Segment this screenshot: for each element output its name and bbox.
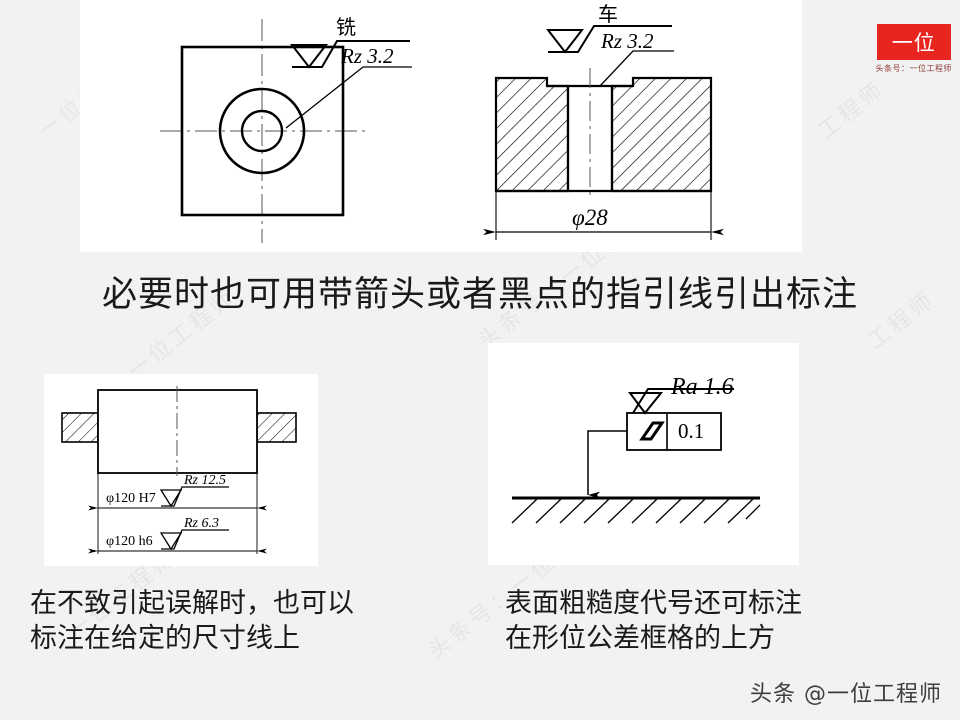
figure-sectioned-bore xyxy=(483,50,724,240)
roughness-value-top-left: Rz 3.2 xyxy=(341,44,394,68)
counterbore-outer-circle xyxy=(218,87,306,175)
left-section-body xyxy=(494,76,570,193)
roughness-value-rz125: Rz 12.5 xyxy=(184,473,226,488)
page-title: 必要时也可用带箭头或者黑点的指引线引出标注 xyxy=(101,275,858,315)
roughness-value-ra16: Ra 1.6 xyxy=(671,374,734,400)
caption-right: 表面粗糙度代号还可标注 在形位公差框格的上方 xyxy=(505,588,802,655)
bottom-left-figure-panel: φ120 H7 Rz 12.5 φ120 h6 Rz 6.3 xyxy=(44,374,318,566)
brand-logo-caption: 头条号：一位工程师 xyxy=(875,64,952,73)
dimension-phi28 xyxy=(483,191,724,240)
dimension-phi120-h6 xyxy=(88,529,267,554)
bottom-right-figure-panel: Ra 1.6 0.1 xyxy=(488,343,799,565)
housing-left xyxy=(61,412,99,443)
bottom-right-figure-canvas xyxy=(511,388,761,524)
removal-triangle-icon xyxy=(159,489,183,508)
footer-watermark: 头条 @一位工程师 xyxy=(750,682,942,707)
material-hatching xyxy=(511,498,761,524)
dimension-label-phi28: φ28 xyxy=(572,205,608,230)
roughness-symbol-milling xyxy=(289,40,410,69)
roughness-symbol-turning xyxy=(545,25,672,54)
dimension-label-phi120-h6: φ120 h6 xyxy=(106,534,153,549)
removal-triangle-icon xyxy=(159,532,183,551)
roughness-value-rz63: Rz 6.3 xyxy=(184,516,219,531)
leader-line xyxy=(599,50,674,87)
process-note-milling: 铣 xyxy=(336,15,356,39)
bore-inner-circle xyxy=(240,109,284,153)
process-note-turning: 车 xyxy=(598,2,618,26)
roughness-tick-and-bar xyxy=(292,40,410,68)
tolerance-frame xyxy=(626,412,722,451)
roughness-value-top-right: Rz 3.2 xyxy=(601,29,654,53)
figure-sectioned-bore-canvas xyxy=(483,25,724,240)
caption-left: 在不致引起误解时，也可以 标注在给定的尺寸线上 xyxy=(30,588,354,655)
housing-right xyxy=(256,412,297,443)
bottom-left-figure-canvas xyxy=(61,386,297,554)
leader-line-to-surface xyxy=(587,430,627,499)
figure-tolerance-frame-with-roughness xyxy=(511,388,761,524)
plate-outline xyxy=(180,45,345,217)
centre-lines xyxy=(160,19,365,243)
removal-triangle-icon xyxy=(628,392,664,415)
brand-logo-block: 一位 头条号：一位工程师 xyxy=(876,24,953,74)
dimension-label-phi120-h7: φ120 H7 xyxy=(106,491,156,506)
brand-logo-mark: 一位 xyxy=(876,24,951,60)
roughness-tick-and-bar xyxy=(161,529,229,550)
dimension-phi120-H7 xyxy=(88,486,267,511)
watermark-text: 工程师 xyxy=(813,75,890,144)
removal-triangle-icon xyxy=(545,29,585,54)
tolerance-value: 0.1 xyxy=(678,419,705,443)
top-figure-panel: 铣 Rz 3.2 xyxy=(80,0,802,252)
parallelism-icon xyxy=(639,421,665,441)
shaft-body xyxy=(97,389,258,474)
roughness-tick-and-bar xyxy=(548,25,672,53)
roughness-tick-and-bar xyxy=(161,486,229,507)
right-section-body xyxy=(610,76,713,193)
removal-triangle-icon xyxy=(289,44,329,69)
top-figures-canvas xyxy=(160,19,412,243)
leader-line xyxy=(285,66,412,129)
figure-square-plate xyxy=(160,19,412,243)
figure-shaft-in-housing xyxy=(61,386,297,554)
